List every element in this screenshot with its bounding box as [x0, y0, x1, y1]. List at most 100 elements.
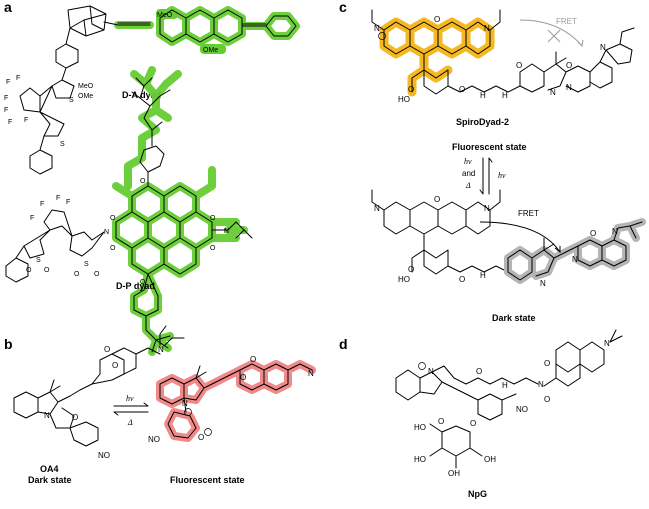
f-label-2: F [16, 75, 20, 82]
dark-quinone-o: O [590, 229, 596, 238]
b-hv-label: hν [126, 394, 134, 403]
panel-label-c: c [339, 0, 347, 15]
fl-no2: NO [148, 435, 160, 444]
c-and-label: and [462, 169, 475, 178]
dark-n-left: N [374, 204, 380, 213]
n-label-1: N [224, 228, 229, 235]
s-label-3: S [84, 261, 89, 268]
npg-sugar-oh-1: OH [484, 455, 496, 464]
spirodyad-dark-caption: Dark state [492, 313, 536, 323]
oa4-dark-caption: Dark state [28, 475, 72, 485]
fret-bottom-arrow: FRET [479, 209, 561, 254]
npg-linker-o: O [476, 367, 482, 376]
dp-dyad-structure: O O O O O O N N S O O F F F F S O O D-P … [5, 66, 253, 356]
fl-o-minus: O [198, 433, 204, 442]
f-label-4: F [4, 107, 8, 114]
ome-highlight [200, 44, 226, 54]
spirodyad-compound-label: SpiroDyad-2 [456, 117, 509, 127]
n-label-2: N [104, 229, 109, 236]
oa4-no2: NO [98, 451, 110, 460]
oa4-n-label: N [158, 345, 164, 354]
oa4-dark-structure: O O N N O NO OA4 Dark state [13, 325, 185, 485]
fret-bottom-label: FRET [518, 209, 539, 218]
amide-nh-1: H [480, 91, 486, 100]
dark-amide-nh: H [480, 271, 486, 280]
spiro-oxazine-n: N [566, 83, 572, 92]
spiro-ho: HO [398, 95, 410, 104]
oa4-fluorescent-caption: Fluorescent state [170, 475, 245, 485]
o-label-7: O [74, 271, 80, 278]
oa4-fluorescent-structure: O O N N NO O Fluorescent state [148, 355, 316, 485]
npg-imide-o-2: O [544, 395, 550, 404]
f-label-8: F [56, 195, 60, 202]
dark-n-right: N [484, 204, 490, 213]
dark-imine-n: N [572, 255, 578, 264]
dark-xanthene-o: O [434, 195, 440, 204]
c-hv-right: hν [498, 171, 506, 180]
s-label-1: S [69, 97, 74, 104]
ome-label: OMe [203, 47, 218, 54]
spiro-indoline-n: N [550, 88, 556, 97]
fret-top-label: FRET [556, 17, 577, 26]
dark-indole-n: N [612, 227, 618, 236]
s-label-2: S [60, 141, 65, 148]
coumarin-o-label: O [104, 345, 110, 354]
panel-label-b: b [4, 336, 13, 352]
npg-sugar-ho-2: HO [414, 455, 426, 464]
spirodyad-dark-structure: N N O HO O O H N N O N Dark state [371, 189, 646, 323]
npg-structure: N O O N H O N NO O HO OH OH HO O NpG [395, 329, 623, 499]
spiro-oxazine-o: O [566, 61, 572, 70]
npg-compound-label: NpG [468, 489, 487, 499]
spirodyad-fluor-caption: Fluorescent state [452, 142, 527, 152]
da-dyad-structure: MeO OMe S OMe MeO F F F F F F S D-A dyad [4, 5, 300, 175]
ome-label-2: OMe [78, 93, 93, 100]
amide-o-2: O [516, 61, 522, 70]
f-label-3: F [4, 95, 8, 102]
o-label-10: O [44, 267, 50, 274]
dark-ho: HO [398, 275, 410, 284]
dark-indoline-n: N [540, 279, 546, 288]
s-label-4: S [36, 257, 41, 264]
amide-nh-2: H [502, 91, 508, 100]
plus-charge-icon-c [378, 32, 386, 40]
dark-acid-o: O [408, 265, 414, 274]
panel-label-a: a [4, 0, 12, 15]
o-label-9: O [26, 267, 32, 274]
meo-label: MeO [157, 12, 173, 19]
fl-carbonyl-o: O [240, 373, 246, 382]
o-label-2: O [140, 279, 146, 286]
npg-no2: NO [516, 405, 528, 414]
f-label-10: F [30, 215, 34, 222]
spiro-n-left: N [374, 24, 380, 33]
dp-dyad-caption: D-P dyad [116, 281, 155, 291]
npg-sugar-ho-1: HO [414, 423, 426, 432]
o-label-4: O [210, 245, 216, 252]
dark-amide-o: O [459, 275, 465, 284]
npg-nme2-n: N [604, 339, 610, 348]
spiro-acid-o: O [408, 85, 414, 94]
c-equilibrium-arrows: hν and Δ hν [462, 157, 506, 195]
xanthene-o: O [434, 15, 440, 24]
c-delta-label: Δ [465, 181, 471, 190]
o-label-6: O [110, 245, 116, 252]
oa4-o-spiro: O [72, 413, 78, 422]
b-equilibrium-arrows: hν Δ [113, 394, 149, 427]
spiro-n-right: N [484, 24, 490, 33]
npg-imide-o-1: O [544, 359, 550, 368]
o-label-8: O [94, 271, 100, 278]
f-label-1: F [6, 79, 10, 86]
oa4-compound-label: OA4 [40, 464, 59, 474]
indoline-n-c: N [600, 43, 606, 52]
f-label-9: F [66, 199, 70, 206]
meo-label-2: MeO [78, 83, 94, 90]
npg-sugar-oh-2: OH [448, 469, 460, 478]
oa4-n-indoline: N [44, 411, 50, 420]
panel-label-d: d [339, 336, 348, 352]
b-delta-label: Δ [127, 418, 133, 427]
npg-indolium-n: N [428, 367, 434, 376]
plus-charge-icon-d [418, 362, 426, 370]
fl-n-plus: N [182, 399, 188, 408]
npg-glycoside-o: O [470, 419, 476, 428]
amide-o-1: O [459, 85, 465, 94]
